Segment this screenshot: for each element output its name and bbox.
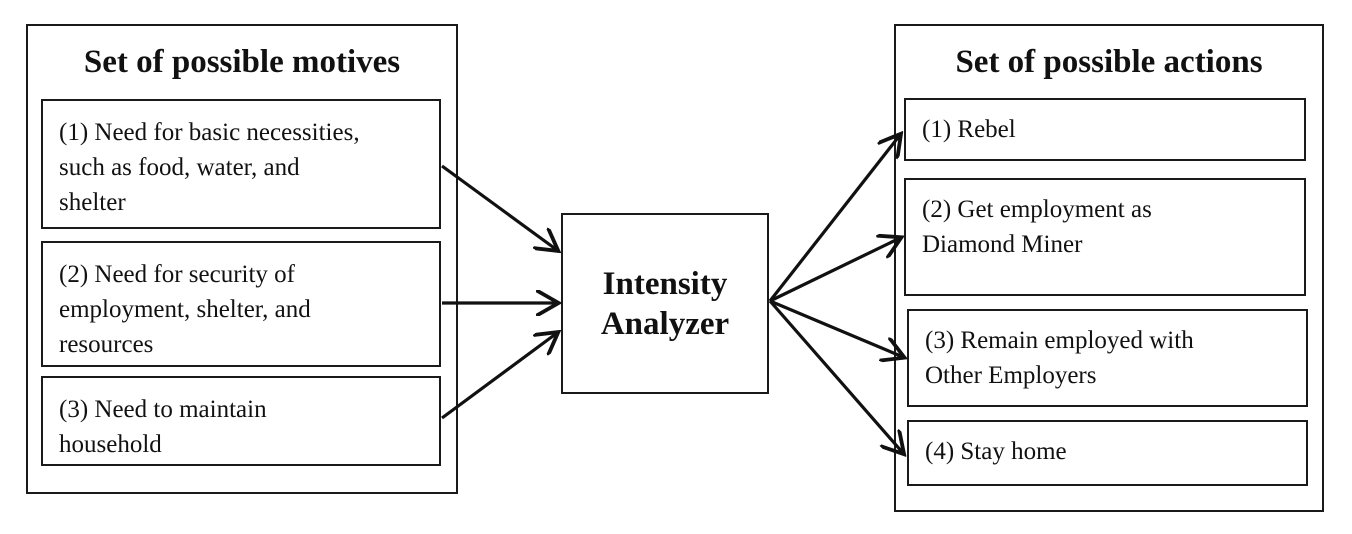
arrow-motive-3-to-analyzer — [441, 333, 557, 420]
intensity-analyzer-label: Intensity Analyzer — [563, 264, 767, 344]
motive-item-3-line-1: (3) Need to maintain — [59, 396, 267, 423]
action-item-3: (3) Remain employed with Other Employers — [907, 309, 1308, 407]
motive-item-1-line-2: such as food, water, and — [59, 154, 300, 181]
action-item-2-line-2: Diamond Miner — [922, 231, 1083, 258]
actions-panel-title: Set of possible actions — [955, 44, 1263, 80]
motive-item-2: (2) Need for security of employment, she… — [41, 241, 441, 367]
arrow-analyzer-to-action-4 — [768, 299, 903, 453]
action-item-3-line-1: (3) Remain employed with — [925, 327, 1194, 354]
action-item-4-line-1: (4) Stay home — [925, 438, 1067, 465]
intensity-analyzer-line-2: Analyzer — [600, 305, 730, 342]
action-item-3-line-2: Other Employers — [925, 362, 1097, 389]
motive-item-3: (3) Need to maintain household — [41, 376, 441, 466]
intensity-analyzer-line-1: Intensity — [602, 265, 728, 302]
action-item-2: (2) Get employment as Diamond Miner — [904, 178, 1306, 296]
arrow-analyzer-to-action-2 — [769, 238, 900, 303]
arrow-analyzer-to-action-3 — [769, 299, 903, 357]
motive-item-3-line-2: household — [59, 431, 162, 458]
arrow-analyzer-to-action-1 — [768, 135, 900, 302]
motives-panel-title: Set of possible motives — [83, 44, 401, 80]
intensity-analyzer-box: Intensity Analyzer — [561, 213, 769, 394]
motive-item-1-line-1: (1) Need for basic necessities, — [59, 119, 360, 146]
action-item-1: (1) Rebel — [904, 98, 1306, 161]
motive-item-1: (1) Need for basic necessities, such as … — [41, 99, 441, 229]
arrow-motive-1-to-analyzer — [441, 164, 557, 250]
motive-item-1-line-3: shelter — [59, 189, 126, 216]
action-item-4: (4) Stay home — [907, 420, 1308, 486]
motive-item-2-line-1: (2) Need for security of — [59, 261, 296, 288]
motive-item-2-line-2: employment, shelter, and — [59, 296, 311, 323]
motive-item-2-line-3: resources — [59, 331, 154, 358]
action-item-2-line-1: (2) Get employment as — [922, 196, 1152, 223]
action-item-1-line-1: (1) Rebel — [922, 116, 1016, 143]
